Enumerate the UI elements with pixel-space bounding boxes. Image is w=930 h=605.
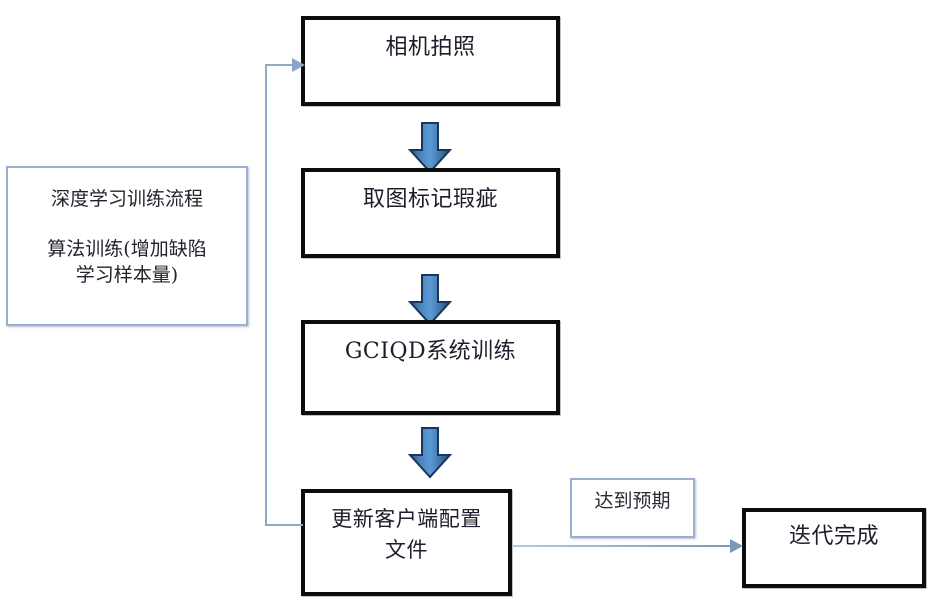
arrow-down-3 [407, 427, 453, 479]
feedback-vertical-segment [265, 64, 267, 525]
node-iteration-done[interactable]: 迭代完成 [742, 508, 926, 588]
connector-update-to-done-arrowhead [730, 539, 743, 553]
node-update-config-label: 更新客户端配置 文件 [331, 507, 482, 562]
connector-update-to-done-line [512, 545, 734, 547]
node-gciqd-training-label: GCIQD系统训练 [344, 339, 517, 364]
node-camera-capture[interactable]: 相机拍照 [301, 16, 560, 106]
note-line-2: 算法训练(增加缺陷 学习样本量) [47, 238, 207, 286]
condition-box-expected-label: 达到预期 [594, 490, 671, 512]
node-mark-defects-label: 取图标记瑕疵 [362, 187, 498, 212]
note-line-1: 深度学习训练流程 [50, 188, 203, 210]
feedback-bottom-segment [265, 524, 303, 526]
condition-box-expected: 达到预期 [570, 478, 695, 538]
node-update-config[interactable]: 更新客户端配置 文件 [301, 489, 512, 596]
arrow-down-1 [407, 122, 453, 174]
feedback-arrowhead [292, 58, 305, 72]
training-process-note-box: 深度学习训练流程 算法训练(增加缺陷 学习样本量) [6, 166, 248, 326]
node-camera-capture-label: 相机拍照 [385, 35, 476, 60]
arrow-down-2 [407, 274, 453, 326]
node-iteration-done-label: 迭代完成 [788, 524, 879, 549]
node-gciqd-training[interactable]: GCIQD系统训练 [301, 320, 560, 415]
feedback-top-segment [265, 64, 296, 66]
node-mark-defects[interactable]: 取图标记瑕疵 [301, 168, 560, 258]
